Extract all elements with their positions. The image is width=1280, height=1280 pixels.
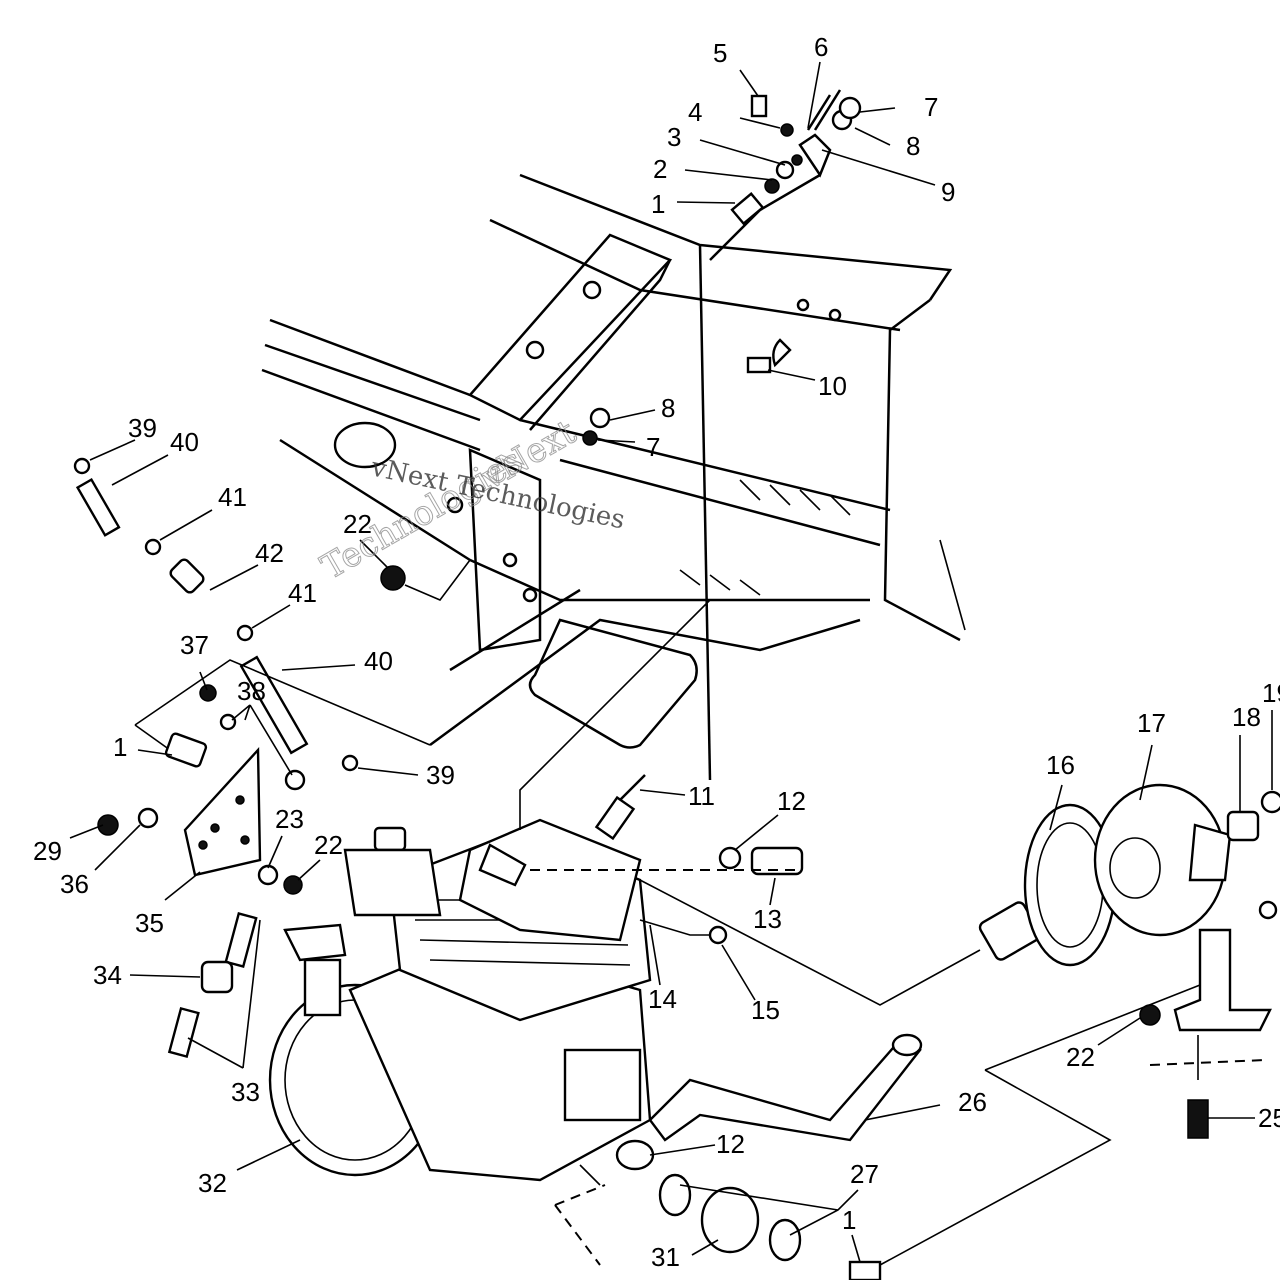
mount-bracket xyxy=(97,659,431,895)
callout-11: 11 xyxy=(688,781,715,811)
clutch-drive xyxy=(978,783,1280,1139)
callout-8-b: 8 xyxy=(661,393,675,423)
callout-12-b: 12 xyxy=(716,1129,745,1159)
callout-14: 14 xyxy=(648,984,677,1014)
callout-22-c: 22 xyxy=(1066,1042,1095,1072)
callout-18: 18 xyxy=(1232,702,1261,732)
callout-4: 4 xyxy=(688,97,702,127)
callout-41-b: 41 xyxy=(288,578,317,608)
callout-39-b: 39 xyxy=(426,760,455,790)
engine-assembly xyxy=(167,774,923,1280)
callout-37: 37 xyxy=(180,630,209,660)
callout-3: 3 xyxy=(667,122,681,152)
callout-41: 41 xyxy=(218,482,247,512)
callout-5: 5 xyxy=(713,38,727,68)
callout-12: 12 xyxy=(777,786,806,816)
callout-31: 31 xyxy=(651,1242,680,1272)
callout-2: 2 xyxy=(653,154,667,184)
callout-42: 42 xyxy=(255,538,284,568)
callout-7: 7 xyxy=(924,92,938,122)
callout-40: 40 xyxy=(170,427,199,457)
callout-17: 17 xyxy=(1137,708,1166,738)
callout-38: 38 xyxy=(237,676,266,706)
callout-22: 22 xyxy=(343,509,372,539)
callout-25: 25 xyxy=(1258,1103,1280,1133)
callout-40-b: 40 xyxy=(364,646,393,676)
callout-33: 33 xyxy=(231,1077,260,1107)
cable-hardware-top xyxy=(582,89,862,446)
callout-35: 35 xyxy=(135,908,164,938)
fuel-line xyxy=(73,457,471,772)
callout-6: 6 xyxy=(814,32,828,62)
callout-16: 16 xyxy=(1046,750,1075,780)
callout-29: 29 xyxy=(33,836,62,866)
callout-1-c: 1 xyxy=(842,1205,856,1235)
callout-9: 9 xyxy=(941,177,955,207)
callout-39: 39 xyxy=(128,413,157,443)
callout-13: 13 xyxy=(753,904,782,934)
callout-32: 32 xyxy=(198,1168,227,1198)
frame-body xyxy=(261,173,966,781)
callout-26: 26 xyxy=(958,1087,987,1117)
callout-34: 34 xyxy=(93,960,122,990)
callouts: 5 6 4 7 3 8 2 9 1 10 8 7 39 40 41 22 42 … xyxy=(33,32,1280,1272)
callout-22-b: 22 xyxy=(314,830,343,860)
callout-10: 10 xyxy=(818,371,847,401)
callout-23: 23 xyxy=(275,804,304,834)
callout-7-b: 7 xyxy=(646,432,660,462)
leader-lines xyxy=(69,61,1273,1266)
callout-36: 36 xyxy=(60,869,89,899)
callout-15: 15 xyxy=(751,995,780,1025)
callout-1-b: 1 xyxy=(113,732,127,762)
callout-27: 27 xyxy=(850,1159,879,1189)
callout-1: 1 xyxy=(651,189,665,219)
callout-19: 19 xyxy=(1262,678,1280,708)
callout-8: 8 xyxy=(906,131,920,161)
